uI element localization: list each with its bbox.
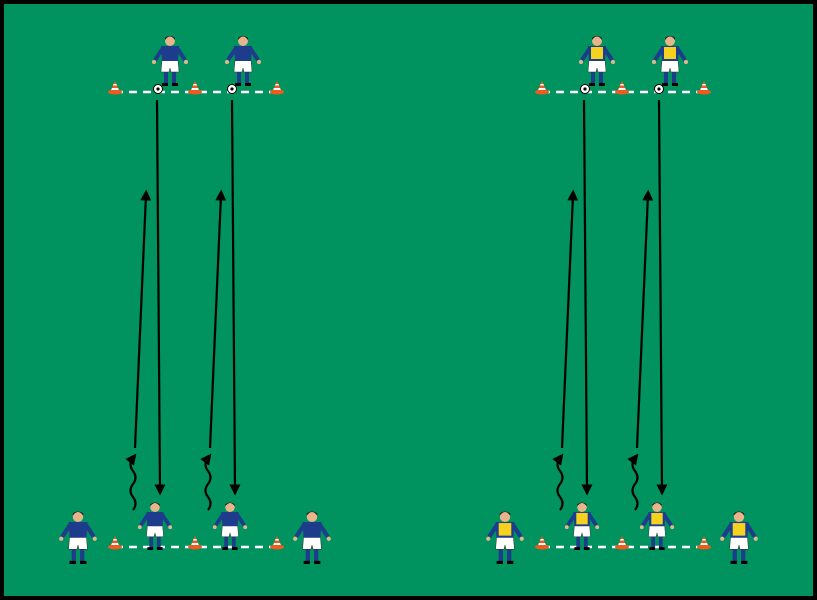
run-arrow bbox=[635, 189, 654, 449]
cone-icon bbox=[697, 536, 711, 550]
cone-icon bbox=[615, 81, 629, 95]
cone-icon bbox=[188, 536, 202, 550]
cone-icon bbox=[535, 81, 549, 95]
cone-icon bbox=[270, 81, 284, 95]
pass-arrow bbox=[154, 99, 166, 496]
pass-arrow bbox=[656, 99, 668, 496]
player-yellow-bib bbox=[579, 36, 615, 86]
cone-icon bbox=[108, 536, 122, 550]
ball-icon bbox=[227, 84, 237, 94]
cone-icon bbox=[188, 81, 202, 95]
player-blue bbox=[137, 502, 173, 550]
cone-icon bbox=[615, 536, 629, 550]
run-arrow bbox=[560, 189, 579, 449]
run-arrow bbox=[208, 189, 227, 449]
ball-icon bbox=[153, 84, 163, 94]
dribble-arrow bbox=[200, 453, 212, 511]
pass-arrow bbox=[229, 99, 241, 496]
player-blue bbox=[152, 36, 188, 86]
cone-icon bbox=[535, 536, 549, 550]
player-blue bbox=[59, 511, 97, 564]
player-blue bbox=[225, 36, 261, 86]
ball-icon bbox=[654, 84, 664, 94]
cone-icon bbox=[270, 536, 284, 550]
dribble-arrow bbox=[552, 453, 564, 511]
player-yellow-bib bbox=[564, 502, 600, 550]
ball-icon bbox=[580, 84, 590, 94]
cone-icon bbox=[697, 81, 711, 95]
player-blue bbox=[212, 502, 248, 550]
player-blue bbox=[293, 511, 331, 564]
pass-arrow bbox=[581, 99, 593, 496]
dribble-arrow bbox=[125, 453, 137, 511]
player-yellow-bib bbox=[486, 511, 524, 564]
player-yellow-bib bbox=[652, 36, 688, 86]
cone-icon bbox=[108, 81, 122, 95]
player-yellow-bib bbox=[720, 511, 758, 564]
dribble-arrow bbox=[627, 453, 639, 511]
player-yellow-bib bbox=[639, 502, 675, 550]
run-arrow bbox=[133, 189, 152, 449]
